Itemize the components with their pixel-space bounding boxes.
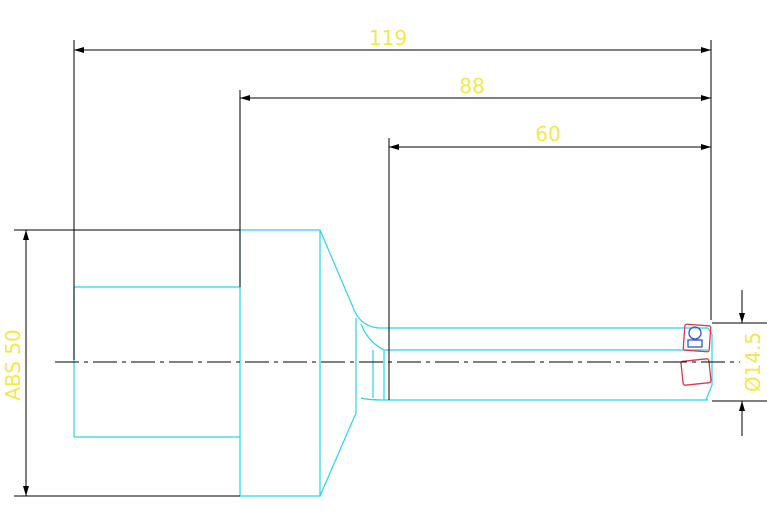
- dimension-bore-diameter: [712, 290, 767, 436]
- cutting-insert: [680, 323, 712, 386]
- dimension-text-shank: ABS 50: [1, 329, 25, 401]
- neck-collar: [355, 318, 385, 413]
- dimension-text-mid: 88: [459, 74, 484, 98]
- dimension-overall-length: [73, 40, 712, 360]
- dimension-shank-diameter: [14, 229, 240, 497]
- taper-upper: [319, 229, 379, 329]
- insert-lower: [680, 358, 712, 386]
- taper-lower: [319, 412, 357, 497]
- tool-outline: [73, 229, 713, 497]
- dimension-head-length: [388, 138, 711, 400]
- insert-screw-icon: [687, 326, 703, 348]
- dimension-text-head: 60: [535, 122, 560, 146]
- insert-upper: [682, 323, 712, 353]
- dimension-text-bore: Ø14.5: [741, 332, 765, 392]
- dimension-mid-length: [239, 90, 711, 287]
- dimension-text-overall: 119: [369, 26, 407, 50]
- boring-bar: [378, 327, 708, 401]
- shank-body: [239, 229, 321, 497]
